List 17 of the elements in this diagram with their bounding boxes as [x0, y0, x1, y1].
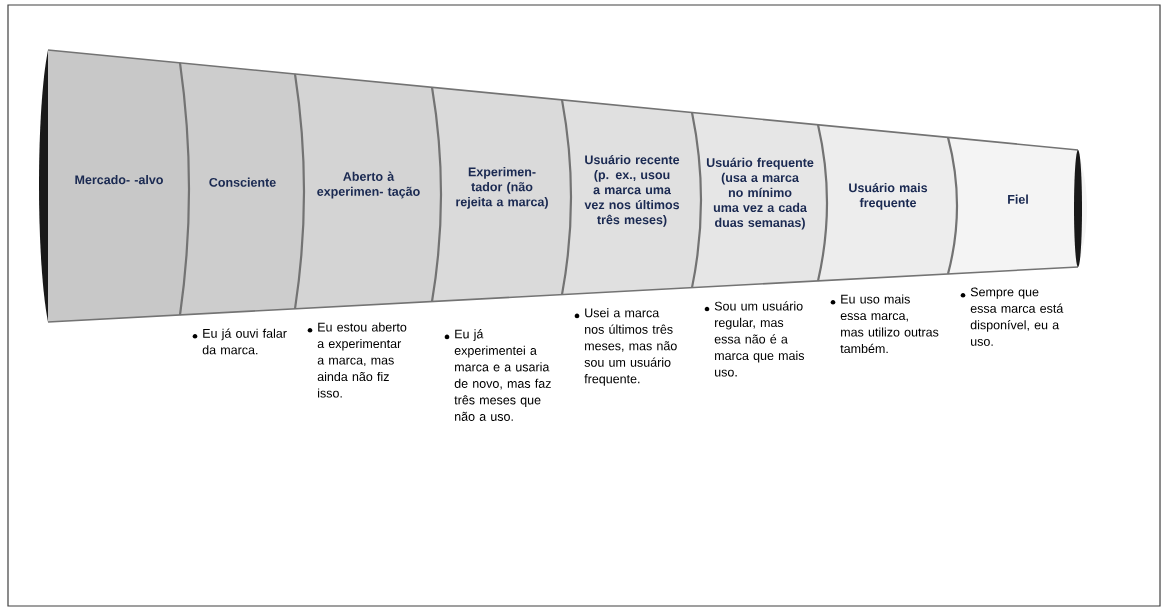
funnel-segment: Usuário frequente (usa a marca no mínimo uma vez a cada duas semanas) — [692, 112, 827, 288]
funnel-segment: Experimen- tador (não rejeita a marca) — [432, 87, 571, 302]
funnel-segment: Aberto à experimen- tação — [295, 74, 441, 309]
description-text: Eu já experimentei a marca e a usaria de novo, mas faz três meses que não a uso. — [444, 329, 551, 421]
funnel-segment: Usuário mais frequente — [818, 124, 957, 281]
node-label: Mercado- -alvo — [75, 175, 163, 185]
node-label: Consciente — [209, 177, 276, 187]
description-text: Sempre que essa marca está disponível, eu a uso. — [960, 287, 1064, 346]
description-text: Eu estou aberto a experimentar a marca, mas ainda não fiz isso. — [307, 322, 407, 398]
funnel-segment: Consciente — [180, 62, 304, 315]
description-text: Eu uso mais essa marca, mas utilizo outras também. — [830, 294, 939, 354]
funnel-segment: Mercado- -alvo — [48, 50, 189, 322]
description-text: Eu já ouvi falar da marca. — [192, 328, 287, 355]
description-text: Usei a marca nos últimos três meses, mas não sou um usuário frequente. — [574, 308, 677, 386]
funnel-segment: Fiel — [948, 137, 1087, 274]
description-text: Sou um usuário regular, mas essa não é a marca que mais uso. — [704, 301, 805, 377]
funnel-segment: Usuário recente (p. ex., usou a marca uma vez nos últimos três meses) — [562, 99, 701, 295]
